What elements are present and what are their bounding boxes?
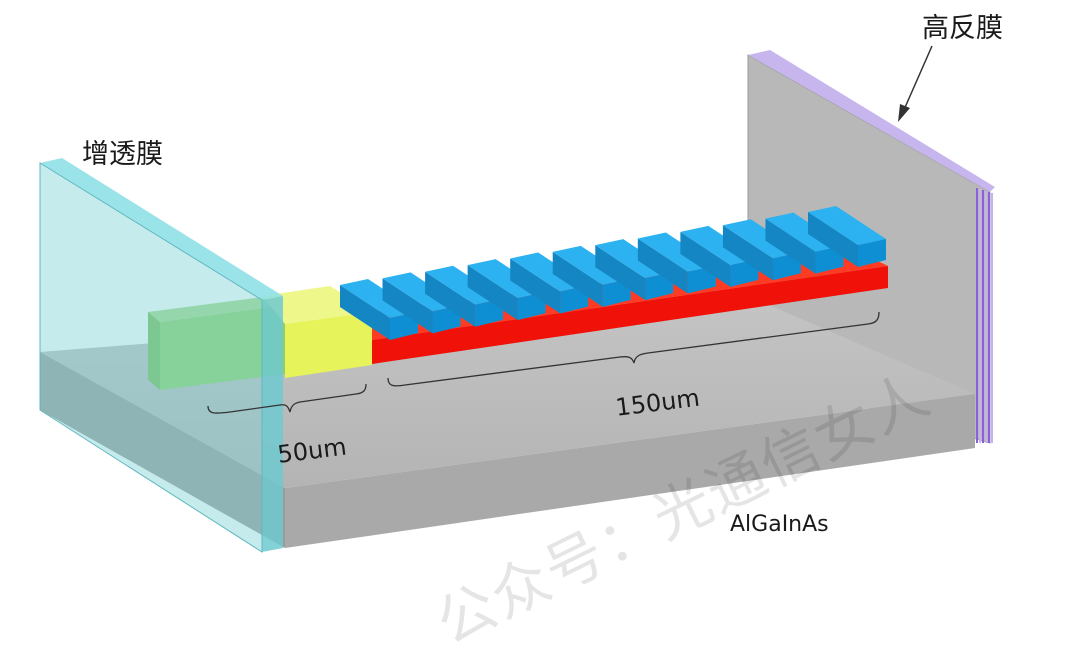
hr-film-layer [985,191,987,443]
hr-coating-film [976,188,993,443]
hr-arrow [898,45,933,122]
substrate-back-left [40,352,285,548]
hr-film-layer [982,190,984,443]
hr-film-layer [991,193,993,443]
laser-diagram [39,45,995,553]
ar-coating-label: 增透膜 [82,139,163,170]
grating [340,206,886,340]
hr-film-layer [988,192,990,443]
brace-150um [387,311,880,387]
material-label: AlGaInAs [730,512,829,537]
ar-coating-film [39,158,283,553]
brace-50um [207,383,367,414]
hr-coating-label: 高反膜 [922,13,1003,44]
hr-film-layer [976,188,978,443]
grating-bar [808,206,886,267]
input-block [148,296,285,390]
hr-film-layer [979,189,981,443]
substrate-front-face [285,394,975,548]
